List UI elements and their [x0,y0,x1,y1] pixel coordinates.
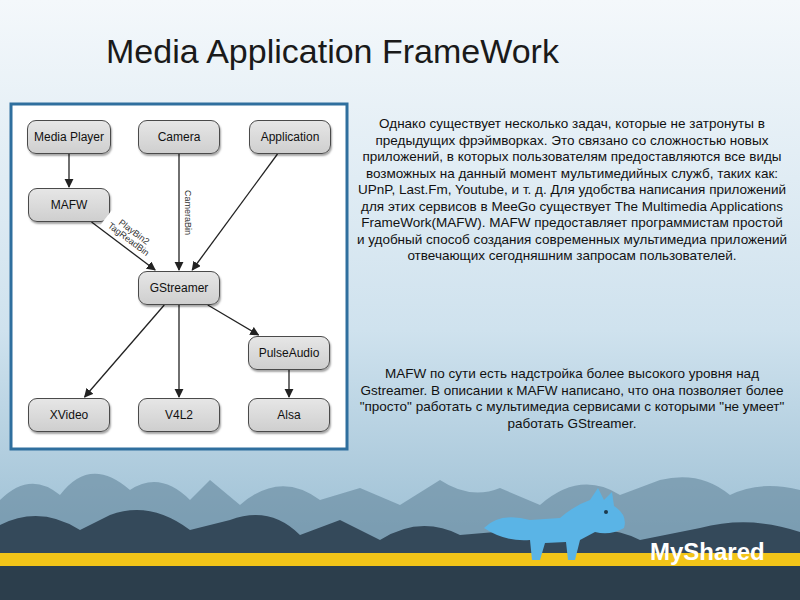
connector-arrow [178,154,179,270]
process-box: MAFW [28,188,110,222]
fox-eye [604,510,608,514]
connector-arrow [192,154,277,270]
box-label: V4L2 [165,408,193,422]
process-box: Alsa [248,398,330,432]
bottom-band [0,566,800,600]
hills-back [0,474,800,600]
process-box: XVideo [28,398,110,432]
description-text: Однако существует несколько задач, котор… [356,116,788,265]
box-label: GStreamer [150,281,209,295]
hills-front [0,510,800,600]
box-label: PulseAudio [259,346,320,360]
box-label: Media Player [34,130,104,144]
process-box: Camera [138,120,220,154]
connector-arrow [208,305,259,335]
fox-mascot [484,488,625,560]
connector-arrow [288,370,289,397]
box-label: Application [261,130,320,144]
connector-arrow [85,305,165,397]
box-label: XVideo [50,408,88,422]
process-box: Media Player [27,120,111,154]
process-box: PulseAudio [248,336,330,370]
connector-arrow [178,305,179,397]
edge-label: CameraBin [183,188,192,235]
diagram-panel [11,104,347,449]
process-box: V4L2 [138,398,220,432]
box-label: Camera [158,130,201,144]
slide-title: Media Application FrameWork [106,32,559,71]
box-label: MAFW [51,198,88,212]
watermark: MyShared [650,538,765,566]
box-label: Alsa [277,408,300,422]
connector-arrow [68,154,69,187]
description-text: MAFW по сути есть надстройка более высок… [356,366,788,432]
process-box: Application [249,120,331,154]
process-box: GStreamer [138,271,220,305]
fox-body [484,488,625,560]
